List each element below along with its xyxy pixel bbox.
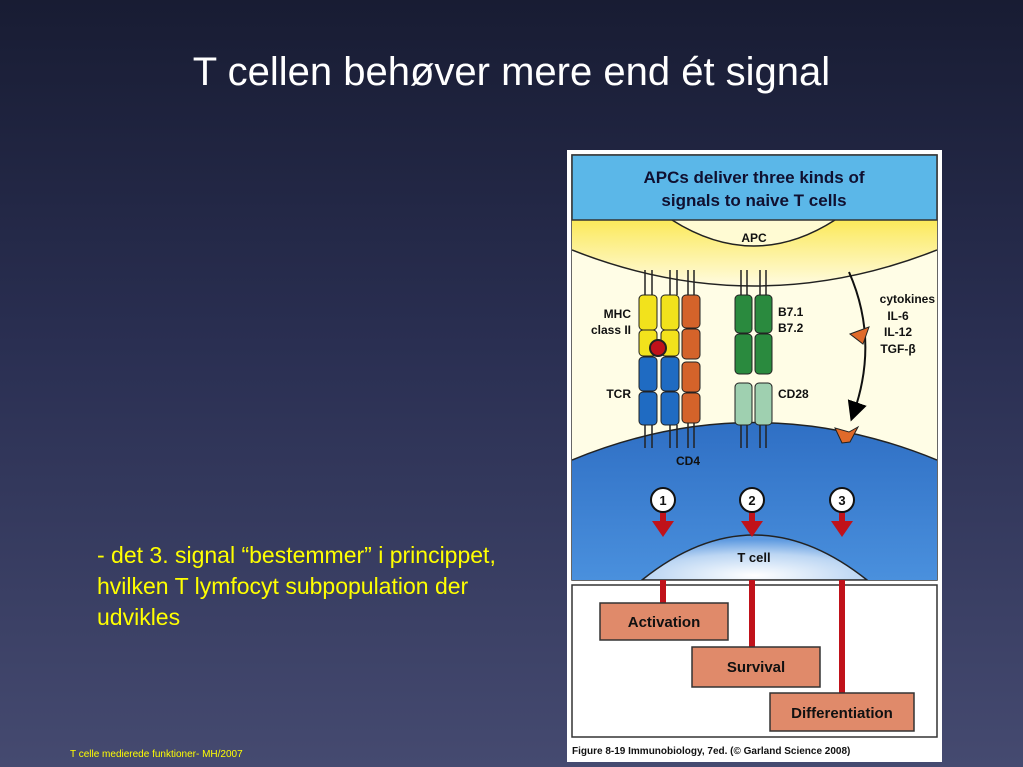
cd4-label: CD4: [676, 454, 700, 468]
mhc-label-line1: MHC: [604, 307, 632, 321]
outcome-survival: Survival: [691, 646, 821, 688]
signal-2: 2: [739, 487, 765, 537]
tcr: [638, 356, 680, 448]
bottom-panel: Activation Survival Differentiation: [571, 580, 938, 738]
signal-1-number: 1: [659, 493, 666, 508]
top-panel: APCs deliver three kinds of signals to n…: [571, 154, 938, 581]
figure-caption: Figure 8-19 Immunobiology, 7ed. (© Garla…: [572, 746, 850, 757]
mhc-label-line2: class II: [591, 323, 631, 337]
heading-band: [571, 154, 938, 221]
tcr-label: TCR: [606, 387, 631, 401]
cytokines-label: cytokines: [880, 292, 936, 306]
outcome-differentiation-label: Differentiation: [791, 705, 893, 722]
signal-1: 1: [650, 487, 676, 537]
il12-label: IL-12: [884, 325, 912, 339]
apc-label: APC: [741, 231, 767, 245]
b7-molecule: [734, 270, 773, 375]
b71-label: B7.1: [778, 305, 804, 319]
signal-2-number: 2: [748, 493, 755, 508]
signal-3: 3: [829, 487, 855, 537]
apc-cell: [572, 220, 937, 286]
cytokine-receptor: [834, 425, 860, 444]
outcome-activation: Activation: [599, 602, 729, 641]
outcome-survival-label: Survival: [727, 659, 785, 676]
cd4: [681, 270, 701, 448]
cytokine-arrow: [847, 271, 867, 422]
cd28-label: CD28: [778, 387, 809, 401]
slide-title: T cellen behøver mere end ét signal: [192, 50, 831, 94]
signal-3-number: 3: [838, 493, 845, 508]
il6-label: IL-6: [887, 309, 909, 323]
heading-line1: APCs deliver three kinds of: [643, 168, 864, 187]
cd28: [734, 382, 773, 448]
heading-line2: signals to naive T cells: [661, 191, 846, 210]
footer-text: T celle medierede funktioner- MH/2007: [70, 749, 243, 760]
tcell-nucleus: [640, 534, 869, 580]
tcell-label: T cell: [737, 550, 770, 565]
outcome-differentiation: Differentiation: [769, 692, 915, 732]
outcome-activation-label: Activation: [628, 614, 701, 631]
immunobiology-figure: APCs deliver three kinds of signals to n…: [567, 150, 942, 762]
bullet-text: - det 3. signal “bestemmer” i princippet…: [97, 542, 496, 630]
tgfb-label: TGF-β: [880, 342, 915, 356]
cytokine-triangle: [848, 326, 870, 345]
b72-label: B7.2: [778, 321, 804, 335]
peptide: [649, 339, 667, 357]
